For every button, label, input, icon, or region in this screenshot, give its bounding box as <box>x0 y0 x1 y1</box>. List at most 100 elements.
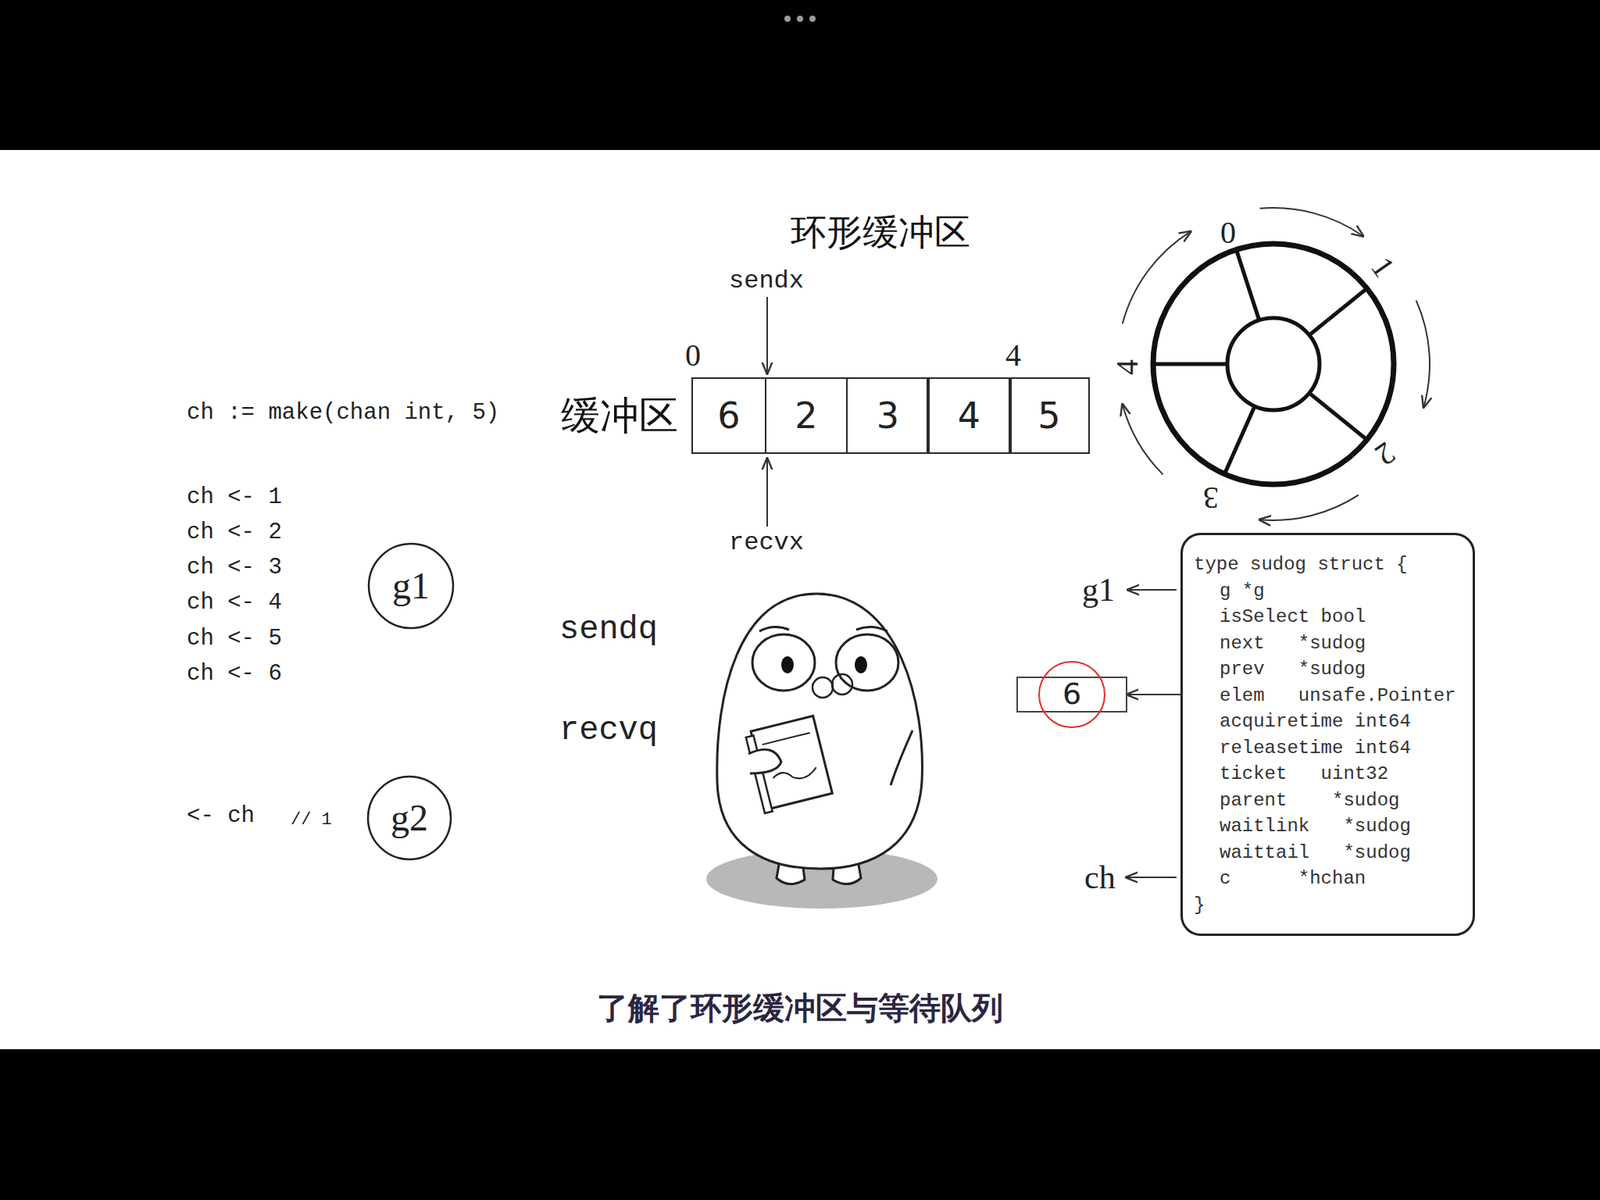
index-number: 0 <box>685 337 701 374</box>
ring-spoke <box>1224 406 1255 475</box>
ring-inner <box>1227 317 1320 411</box>
queue-name: sendq <box>559 610 658 649</box>
queue-name: recvq <box>559 711 658 750</box>
menu-dots <box>784 15 816 22</box>
book-scribble <box>771 764 818 785</box>
ring-index: 3 <box>1203 479 1219 516</box>
ring-arrow <box>1122 404 1164 475</box>
ring-spoke <box>1153 362 1228 367</box>
struct-field: c *hchan <box>1219 865 1366 893</box>
leader-line <box>1126 876 1177 879</box>
character-eye <box>752 634 815 691</box>
struct-field: acquiretime int64 <box>1219 708 1411 736</box>
ring-arrow <box>1260 495 1359 521</box>
pointer-target: ch <box>1084 858 1116 897</box>
buffer-label: 缓冲区 <box>560 393 679 440</box>
cell-value: 2 <box>794 396 818 436</box>
book-line <box>762 732 811 745</box>
pointer-name: sendx <box>728 267 804 297</box>
code-line: ch <- 3 <box>186 554 283 581</box>
ring-spoke <box>1309 392 1368 440</box>
buffer-cell: 2 <box>764 377 848 454</box>
character-glasses <box>812 677 833 698</box>
goroutine-circle: g2 <box>366 775 453 861</box>
book-spine <box>746 735 773 814</box>
top-bar <box>0 0 1600 150</box>
character-brow <box>759 626 790 632</box>
cell-value: 4 <box>957 396 981 436</box>
code-brace-line: type sudog struct { <box>1193 551 1408 579</box>
pointer-name: recvx <box>728 528 804 558</box>
subtitle-caption: 了解了环形缓冲区与等待队列 <box>596 989 1004 1026</box>
ring-arrow <box>1260 207 1364 236</box>
cell-value: 5 <box>1037 396 1061 436</box>
sendx-pointer <box>766 296 768 374</box>
code-line: ch <- 5 <box>186 625 283 652</box>
connector-arrow <box>1127 693 1181 696</box>
struct-field: g *g <box>1219 578 1265 605</box>
buffer-cell: 5 <box>1008 377 1090 454</box>
circle-shape <box>367 776 451 860</box>
code-line: ch := make(chan int, 5) <box>186 400 500 426</box>
character-pupil <box>781 656 794 674</box>
egg-character <box>706 593 938 909</box>
buffer-cell: 3 <box>846 377 930 454</box>
character-brow <box>856 626 888 632</box>
recvx-pointer <box>766 458 768 527</box>
character-glasses <box>832 674 853 695</box>
ring-spoke <box>1235 250 1259 321</box>
ring-index: 2 <box>1368 434 1403 473</box>
struct-field: prev *sudog <box>1219 656 1366 683</box>
goroutine-name: g1 <box>392 565 430 608</box>
goroutine-name: g2 <box>390 797 429 840</box>
ring-buffer <box>1122 207 1430 521</box>
struct-field: next *sudog <box>1219 630 1366 658</box>
ring-index: 4 <box>1109 359 1146 375</box>
struct-field: isSelect bool <box>1219 603 1366 631</box>
struct-field: parent *sudog <box>1219 787 1400 815</box>
character-body <box>717 593 923 869</box>
character-glasses <box>831 682 834 684</box>
index-number: 4 <box>1005 337 1022 374</box>
ring-index: 1 <box>1363 250 1402 285</box>
code-brace-line: } <box>1193 892 1205 919</box>
struct-field: ticket uint32 <box>1219 760 1389 788</box>
ring-index: 0 <box>1220 214 1236 251</box>
code-line: ch <- 6 <box>186 660 283 687</box>
circle-shape <box>368 543 454 629</box>
struct-field: releasetime int64 <box>1219 735 1411 762</box>
cell-value: 6 <box>1062 678 1082 711</box>
ring-arrows <box>1122 207 1430 521</box>
struct-field: waittail *sudog <box>1219 839 1411 867</box>
value-box: 6 <box>1016 676 1128 713</box>
ring-spoke <box>1309 288 1368 336</box>
character-hand <box>748 749 782 774</box>
menu-dot <box>796 15 804 22</box>
ring-outer <box>1153 243 1394 485</box>
highlight-circle <box>1039 661 1105 728</box>
code-line: ch <- 4 <box>186 589 283 616</box>
buffer-cell: 4 <box>926 377 1012 454</box>
character-arm <box>890 730 913 786</box>
code-line: ch <- 1 <box>186 484 283 511</box>
ring-arrow <box>1416 300 1430 408</box>
menu-dot <box>809 15 816 22</box>
struct-box: type sudog struct {g *gisSelect boolnext… <box>1180 532 1475 936</box>
character-book <box>744 715 833 814</box>
leader-line <box>1128 589 1177 591</box>
ring-arrow <box>1122 231 1191 324</box>
character-pupil <box>854 656 868 674</box>
buffer-cell: 6 <box>691 377 767 454</box>
pointer-target: g1 <box>1082 571 1115 609</box>
cell-value: 3 <box>876 396 900 436</box>
bottom-bar <box>0 1049 1600 1200</box>
goroutine-circle: g1 <box>367 542 455 630</box>
code-comment: // 1 <box>290 810 333 830</box>
code-line: <- ch <box>186 803 255 829</box>
character-eye <box>835 634 899 691</box>
struct-field: waitlink *sudog <box>1219 813 1411 840</box>
menu-dot <box>784 15 791 22</box>
ring-spokes <box>1153 250 1368 475</box>
cell-value: 6 <box>717 396 740 436</box>
